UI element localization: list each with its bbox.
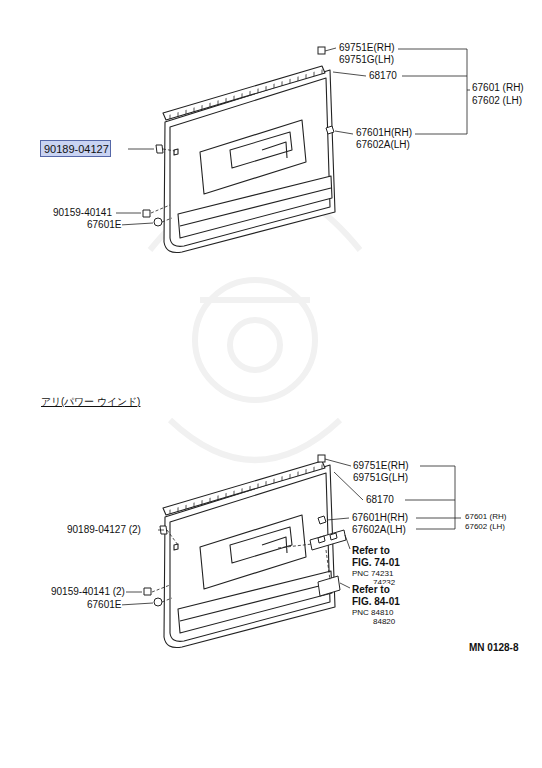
part-number: 68170 <box>365 494 395 506</box>
part-number: 67601H(RH) <box>355 127 413 139</box>
clip <box>318 47 325 54</box>
strip-texture <box>166 71 324 118</box>
part-number: 69751G(LH) <box>352 472 409 484</box>
part-number: 84820 <box>372 617 396 627</box>
lock-switch <box>318 576 340 596</box>
strip-texture <box>166 466 324 513</box>
part-number: 67601H(RH) <box>351 512 409 524</box>
screw <box>326 126 334 134</box>
part-number: 90189-04127 <box>44 143 107 156</box>
part-number: 69751E(RH) <box>338 42 396 54</box>
part-number: 67601 (RH) <box>471 82 525 94</box>
screw <box>143 210 150 217</box>
part-number: 67601E <box>86 219 122 231</box>
clip <box>156 145 163 153</box>
part-number: 67601E <box>86 599 122 611</box>
window-switch <box>310 530 346 550</box>
part-number: 69751E(RH) <box>352 460 410 472</box>
cap <box>154 598 162 606</box>
part-number: 67601 (RH) <box>464 512 507 522</box>
part-number: 67602 (LH) <box>471 95 523 107</box>
part-number: 67602 (LH) <box>464 522 506 532</box>
part-number: Refer to <box>351 584 391 596</box>
screw <box>144 588 151 595</box>
part-number: 90159-40141 <box>52 207 113 219</box>
cap <box>154 218 162 226</box>
door-trim-top <box>163 66 335 253</box>
part-number: MN 0128-8 <box>468 642 519 654</box>
leader-lines <box>40 48 470 408</box>
highlighted-part: 90189-04127 <box>40 140 111 157</box>
door-trim-bottom <box>163 461 335 648</box>
clip <box>318 455 325 462</box>
screw <box>318 516 326 524</box>
section-heading: アリ(パワー ウインド) <box>40 396 141 408</box>
part-number: 67602A(LH) <box>355 139 411 151</box>
part-number: Refer to <box>351 545 391 557</box>
part-number: 90189-04127 (2) <box>66 524 142 536</box>
switch-buttons <box>318 533 337 543</box>
part-number: FIG. 84-01 <box>351 596 401 608</box>
leader-lines <box>120 459 461 605</box>
part-number: 68170 <box>368 70 398 82</box>
part-number: 67602A(LH) <box>351 524 407 536</box>
part-number: 90159-40141 (2) <box>50 586 126 598</box>
part-number: FIG. 74-01 <box>351 557 401 569</box>
part-number: 69751G(LH) <box>338 54 395 66</box>
